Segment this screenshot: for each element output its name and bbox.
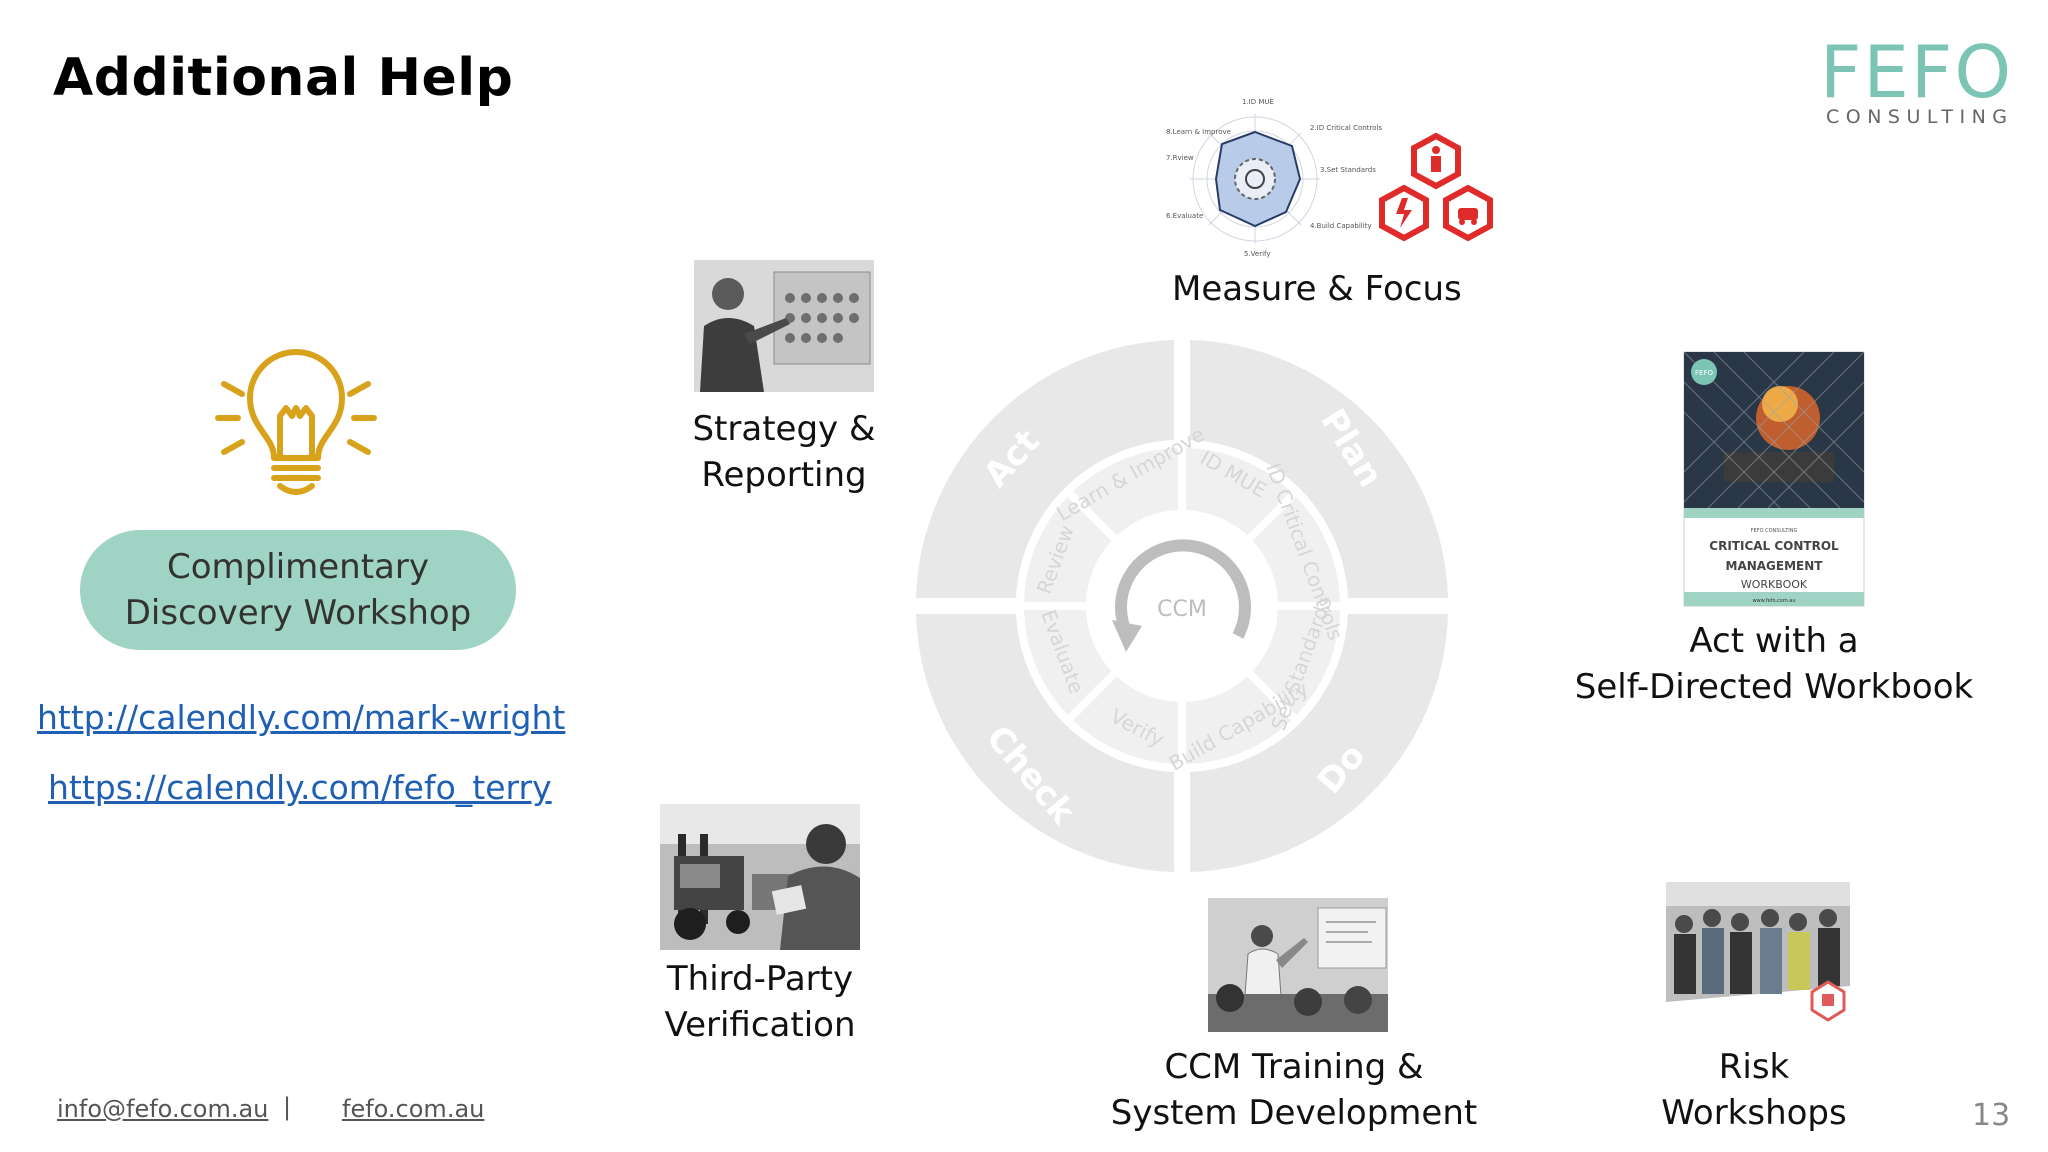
verification-line-2: Verification bbox=[664, 1005, 856, 1045]
strategy-reporting-photo bbox=[694, 260, 874, 392]
page-title: Additional Help bbox=[53, 48, 514, 108]
verification-line-1: Third-Party bbox=[666, 959, 854, 999]
workbook-title-1: CRITICAL CONTROL bbox=[1709, 539, 1839, 553]
footer-email-link[interactable]: info@fefo.com.au bbox=[57, 1095, 269, 1123]
workbook-url: www.fefo.com.au bbox=[1752, 598, 1795, 604]
strategy-reporting-line-1: Strategy & bbox=[692, 409, 876, 449]
training-label: CCM Training & System Development bbox=[1104, 1044, 1484, 1136]
workbook-publisher: FEFO CONSULTING bbox=[1751, 528, 1798, 534]
verification-photo bbox=[660, 804, 860, 950]
risk-line-1: Risk bbox=[1718, 1047, 1790, 1087]
wheel-center-label: CCM bbox=[1157, 597, 1207, 622]
verification-label: Third-Party Verification bbox=[630, 956, 890, 1048]
discovery-workshop-badge: Complimentary Discovery Workshop bbox=[80, 530, 516, 650]
radar-label-5: 5.Verify bbox=[1244, 250, 1271, 258]
workshop-line-2: Discovery Workshop bbox=[124, 593, 472, 633]
risk-line-2: Workshops bbox=[1661, 1093, 1847, 1133]
strategy-reporting-line-2: Reporting bbox=[701, 455, 867, 495]
training-photo bbox=[1208, 898, 1388, 1032]
radar-chart-image: 1.ID MUE 2.ID Critical Controls 3.Set St… bbox=[1166, 98, 1382, 258]
workbook-line-2: Self-Directed Workbook bbox=[1574, 667, 1974, 707]
training-line-1: CCM Training & bbox=[1164, 1047, 1424, 1087]
radar-label-2: 2.ID Critical Controls bbox=[1310, 124, 1382, 132]
workbook-title-2: MANAGEMENT bbox=[1726, 559, 1824, 573]
logo-wordmark: FEFO bbox=[1820, 30, 2013, 114]
workshop-line-1: Complimentary bbox=[167, 547, 429, 587]
risk-workshops-label: Risk Workshops bbox=[1624, 1044, 1884, 1136]
risk-workshop-photo bbox=[1666, 882, 1850, 1022]
radar-label-6: 6.Evaluate bbox=[1166, 212, 1203, 220]
workbook-label: Act with a Self-Directed Workbook bbox=[1564, 618, 1984, 710]
radar-label-1: 1.ID MUE bbox=[1242, 98, 1274, 106]
strategy-reporting-label: Strategy & Reporting bbox=[654, 406, 914, 498]
footer-separator: | bbox=[283, 1093, 292, 1121]
ccm-cycle-wheel: CCM Plan Do Check Act ID MUE ID Critical… bbox=[916, 340, 1448, 872]
measure-focus-label: Measure & Focus bbox=[1172, 269, 1462, 309]
workbook-line-1: Act with a bbox=[1689, 621, 1859, 661]
logo-subtitle: CONSULTING bbox=[1826, 106, 2014, 128]
training-line-2: System Development bbox=[1110, 1093, 1478, 1133]
radar-label-4: 4.Build Capability bbox=[1310, 222, 1372, 230]
workbook-badge: FEFO bbox=[1695, 369, 1713, 377]
fefo-logo: FEFO CONSULTING bbox=[1820, 30, 2020, 128]
radar-label-8: 8.Learn & Improve bbox=[1166, 128, 1231, 136]
workbook-subtitle: WORKBOOK bbox=[1741, 578, 1808, 591]
radar-label-3: 3.Set Standards bbox=[1320, 166, 1376, 174]
workbook-cover-image: FEFO FEFO CONSULTING CRITICAL CONTROL MA… bbox=[1683, 351, 1865, 607]
hazard-icons bbox=[1379, 132, 1493, 242]
footer-website-link[interactable]: fefo.com.au bbox=[342, 1095, 485, 1123]
calendly-link-terry[interactable]: https://calendly.com/fefo_terry bbox=[48, 768, 552, 807]
calendly-link-mark[interactable]: http://calendly.com/mark-wright bbox=[37, 698, 566, 737]
page-number: 13 bbox=[1972, 1098, 2011, 1133]
radar-label-7: 7.Rview bbox=[1166, 154, 1194, 162]
lightbulb-icon bbox=[215, 349, 377, 495]
